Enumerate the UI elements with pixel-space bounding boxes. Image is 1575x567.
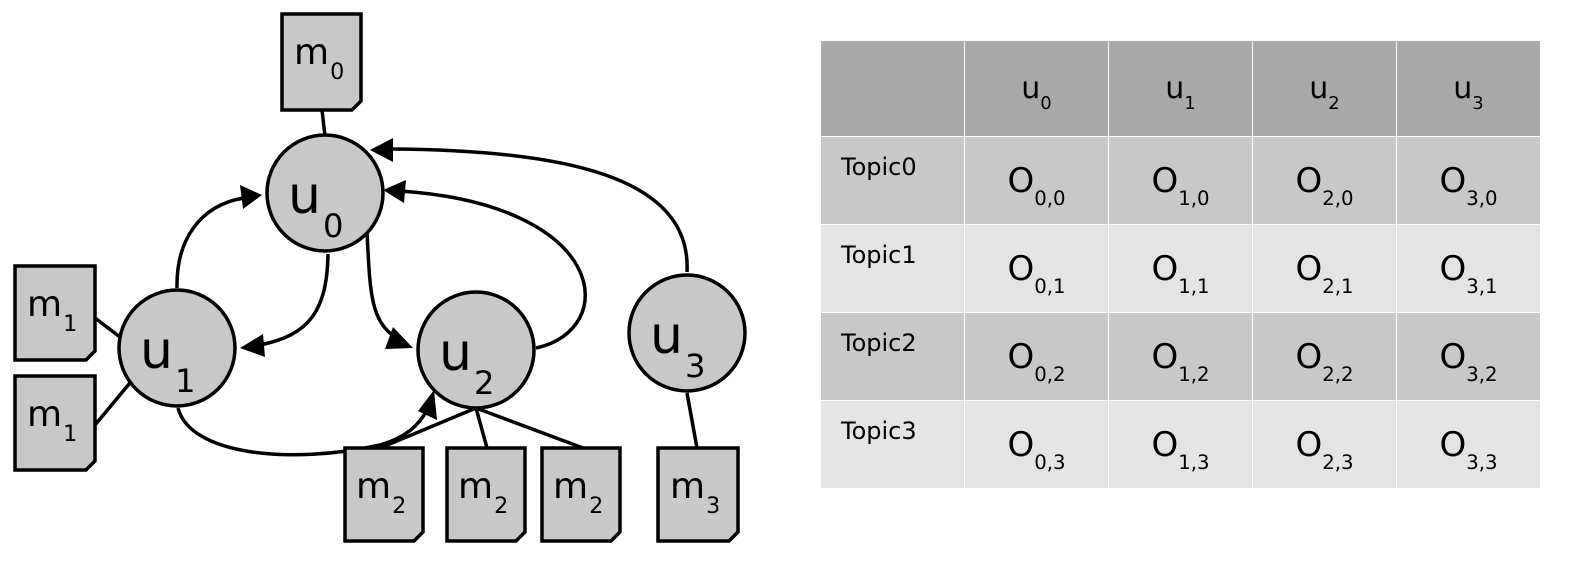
edge-u0-u2	[365, 231, 397, 339]
edge-u3-u0-arrowhead	[370, 138, 393, 162]
node-u3: u3	[627, 273, 747, 393]
message-doc-m2c-label: m2	[553, 466, 603, 519]
row-topic-label: Topic0	[820, 136, 965, 225]
message-doc-m2b: m2	[445, 446, 527, 543]
document-icon	[13, 264, 97, 362]
table-cell: O1,3	[1108, 400, 1253, 489]
edge-u2-u0-arrowhead	[383, 180, 406, 203]
message-doc-m1b-label: m1	[27, 394, 77, 447]
table-cell: O2,2	[1252, 312, 1397, 401]
message-doc-m2c: m2	[540, 446, 622, 543]
edge-u3-u0	[389, 147, 689, 273]
message-doc-m2a: m2	[343, 446, 425, 543]
document-icon	[540, 446, 622, 543]
table-row: Topic2 O0,2 O1,2 O2,2 O3,2	[820, 312, 1541, 401]
table-cell: O0,2	[964, 312, 1109, 401]
message-doc-m1a: m1	[13, 264, 97, 362]
message-doc-m1a-label: m1	[27, 284, 77, 337]
document-icon	[656, 446, 740, 543]
table-cell: O2,3	[1252, 400, 1397, 489]
edge-u1-u0-arrowhead	[240, 185, 262, 209]
message-connectors	[93, 109, 699, 450]
edge-u0-u1-arrowhead	[240, 334, 265, 357]
node-u1-label: u1	[140, 321, 195, 400]
user-edges	[175, 138, 689, 457]
node-u1: u1	[117, 288, 237, 408]
row-topic-label: Topic1	[820, 224, 965, 313]
edge-u2-u0	[399, 189, 587, 350]
edge-u1-u2-arrowhead	[418, 390, 437, 420]
table-cell: O3,0	[1396, 136, 1541, 225]
header-u2: u2	[1252, 40, 1397, 137]
table-cell: O3,3	[1396, 400, 1541, 489]
header-row: u0 u1 u2 u3	[820, 40, 1541, 137]
header-u3: u3	[1396, 40, 1541, 137]
node-u3-label: u3	[650, 306, 705, 385]
table-cell: O2,0	[1252, 136, 1397, 225]
table-cell: O0,1	[964, 224, 1109, 313]
message-doc-m2b-label: m2	[458, 466, 508, 519]
table-cell: O0,3	[964, 400, 1109, 489]
row-topic-label: Topic2	[820, 312, 965, 401]
table-cell: O3,1	[1396, 224, 1541, 313]
document-icon	[13, 374, 97, 472]
document-icon	[280, 12, 363, 112]
message-doc-m3-label: m3	[670, 466, 720, 519]
node-u0: u0	[265, 133, 385, 253]
edge-u1-u2	[176, 407, 430, 457]
message-doc-m0: m0	[280, 12, 363, 112]
edge-u1-u0	[175, 196, 245, 289]
connector-m0-u0	[320, 109, 327, 137]
table-row: Topic3 O0,3 O1,3 O2,3 O3,3	[820, 400, 1541, 489]
table-cell: O1,2	[1108, 312, 1253, 401]
table-cell: O2,1	[1252, 224, 1397, 313]
message-doc-m0-label: m0	[294, 32, 344, 85]
message-doc-m3: m3	[656, 446, 740, 543]
connector-m2c-u2	[475, 406, 584, 450]
node-u2: u2	[416, 290, 536, 410]
topic-user-matrix: u0 u1 u2 u3 Topic0 O0,0 O1,0 O2,0 O3,0 T…	[820, 40, 1541, 489]
message-doc-m1b: m1	[13, 374, 97, 472]
table-cell: O1,1	[1108, 224, 1253, 313]
table-row: Topic0 O0,0 O1,0 O2,0 O3,0	[820, 136, 1541, 225]
node-u3-circle	[627, 273, 747, 393]
row-topic-label: Topic3	[820, 400, 965, 489]
connector-m1b-u1	[93, 376, 136, 427]
connector-m2a-u2	[379, 406, 477, 450]
header-u0: u0	[964, 40, 1109, 137]
connector-m2b-u2	[474, 407, 489, 449]
document-icon	[445, 446, 527, 543]
edge-u0-u1	[259, 253, 330, 347]
node-u1-circle	[117, 288, 237, 408]
header-u1: u1	[1108, 40, 1253, 137]
connector-m3-u3	[685, 392, 699, 449]
edge-u0-u2-arrowhead	[385, 327, 413, 349]
node-u0-circle	[265, 133, 385, 253]
node-u2-label: u2	[439, 323, 494, 402]
node-u2-circle	[416, 290, 536, 410]
table-cell: O1,0	[1108, 136, 1253, 225]
message-doc-m2a-label: m2	[356, 466, 406, 519]
node-u0-label: u0	[288, 166, 343, 245]
table-cell: O0,0	[964, 136, 1109, 225]
user-message-graph: u0 u1 u2 u3 m0 m1 m1 m2 m2 m2 m3	[13, 12, 747, 543]
table-row: Topic1 O0,1 O1,1 O2,1 O3,1	[820, 224, 1541, 313]
header-corner-cell	[820, 40, 965, 137]
table-cell: O3,2	[1396, 312, 1541, 401]
document-icon	[343, 446, 425, 543]
